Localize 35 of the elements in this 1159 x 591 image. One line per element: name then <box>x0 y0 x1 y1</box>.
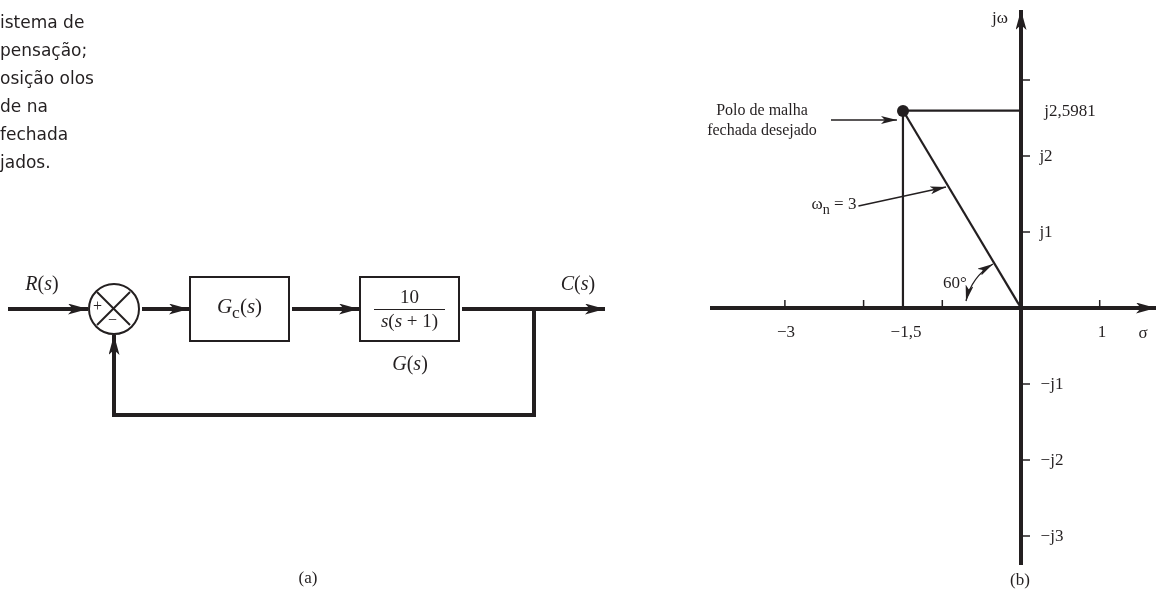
caption-text: istema de pensação; osição olos de na fechada jados. <box>0 12 94 172</box>
transfer-function: G$_{c}$(s) <box>216 294 263 324</box>
denominator: s(s + 1) <box>379 310 440 332</box>
angle-label: 60° <box>943 273 967 292</box>
pole-marker <box>896 104 909 117</box>
summing-junction <box>88 283 140 335</box>
tick-label: −j3 <box>1040 526 1064 545</box>
panel-label: (a) <box>298 568 318 587</box>
arrow <box>8 303 88 315</box>
tick-label: −j1 <box>1040 374 1064 393</box>
leader-arrow <box>830 116 898 124</box>
block-label: G(s) <box>392 351 428 374</box>
callout-text: Polo de malha fechada desejado <box>707 101 817 138</box>
panel-label: (b) <box>1010 570 1030 589</box>
axis-label: σ <box>1138 323 1148 342</box>
controller-block <box>189 276 290 342</box>
plus-sign: + <box>93 300 103 312</box>
signal-label: R(s) <box>25 271 59 294</box>
feedback-arrow <box>108 307 536 417</box>
tick-label: −3 <box>776 322 796 341</box>
tick-label: j2,5981 <box>1044 101 1096 120</box>
tick-label: 1 <box>1097 322 1107 341</box>
numerator: 10 <box>374 286 445 310</box>
tick-label: j2 <box>1039 146 1053 165</box>
axis-label: jω <box>992 8 1008 27</box>
leader-arrow <box>857 186 947 207</box>
minus-sign: − <box>108 314 118 326</box>
signal-label: C(s) <box>560 271 596 294</box>
arrow <box>142 303 189 315</box>
tick-label: −1,5 <box>890 322 922 341</box>
tick-label: j1 <box>1039 222 1053 241</box>
callout-text: ω$_{n}$ = 3 <box>811 194 857 214</box>
plant-block <box>359 276 460 342</box>
tick-label: −j2 <box>1040 450 1064 469</box>
arrow <box>292 303 359 315</box>
